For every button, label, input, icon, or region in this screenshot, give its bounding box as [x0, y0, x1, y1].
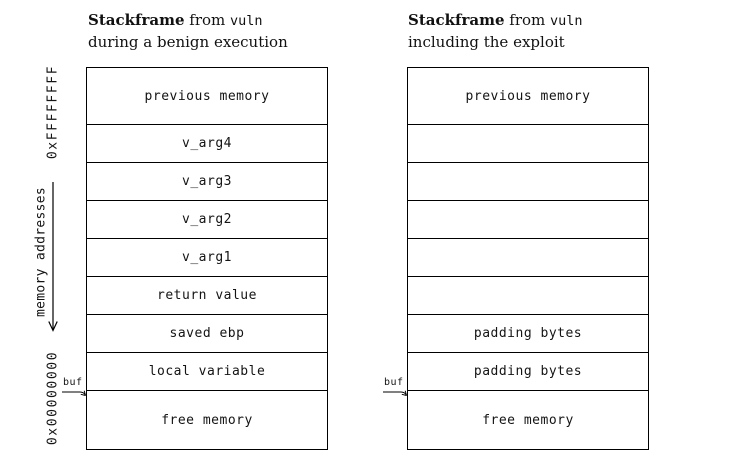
stack-row-label: saved ebp: [169, 326, 245, 341]
memory-direction-arrow-icon: [48, 182, 58, 332]
stack-row-label: padding bytes: [473, 326, 583, 341]
stack-row: [408, 201, 648, 239]
stack-row-label: free memory: [161, 412, 253, 428]
stack-row-label: padding bytes: [473, 364, 583, 379]
stack-row: padding bytes: [408, 315, 648, 353]
right-buf-pointer: buf: [379, 375, 409, 399]
top-address-label: 0xFFFFFFFF: [45, 64, 61, 160]
stack-row-label: return value: [157, 288, 257, 303]
stack-row: [408, 163, 648, 201]
stack-row: free memory: [408, 391, 648, 449]
stack-row-label: v_arg1: [182, 250, 232, 265]
right-diagram-title: Stackframe from vuln including the explo…: [408, 10, 583, 53]
left-buf-pointer: buf: [58, 375, 88, 399]
right-title-line1: Stackframe from vuln: [408, 10, 583, 32]
exploit-stack: previous memory padding bytes padding by…: [407, 67, 649, 450]
stack-row: [408, 277, 648, 315]
stack-row-label: v_arg2: [182, 212, 232, 227]
stack-row-label: free memory: [482, 412, 574, 428]
stack-row: v_arg3: [87, 163, 327, 201]
buf-label: buf: [63, 377, 83, 388]
stack-row-label: v_arg3: [182, 174, 232, 189]
stack-row: local variable: [87, 353, 327, 391]
right-title-line2: including the exploit: [408, 33, 565, 51]
right-title-code: vuln: [550, 13, 583, 29]
stack-row: previous memory: [408, 68, 648, 125]
stack-row: [408, 125, 648, 163]
stack-row-label: local variable: [148, 364, 266, 379]
stack-row: return value: [87, 277, 327, 315]
benign-stack: previous memory v_arg4 v_arg3 v_arg2 v_a…: [86, 67, 328, 450]
right-title-mid: from: [509, 11, 546, 29]
buf-arrow-icon: [383, 390, 407, 396]
buf-label: buf: [384, 377, 404, 388]
stack-row: previous memory: [87, 68, 327, 125]
left-diagram-title: Stackframe from vuln during a benign exe…: [88, 10, 288, 53]
right-title-bold: Stackframe: [408, 11, 505, 29]
left-title-bold: Stackframe: [88, 11, 185, 29]
stack-row: free memory: [87, 391, 327, 449]
stack-row: v_arg2: [87, 201, 327, 239]
stack-row: v_arg1: [87, 239, 327, 277]
stack-row-label: v_arg4: [182, 136, 232, 151]
left-title-line1: Stackframe from vuln: [88, 10, 288, 32]
stack-row: [408, 239, 648, 277]
left-title-line2: during a benign execution: [88, 33, 288, 51]
left-title-code: vuln: [230, 13, 263, 29]
stack-row-label: previous memory: [465, 88, 591, 104]
stack-row-label: previous memory: [144, 88, 270, 104]
left-title-mid: from: [189, 11, 226, 29]
stack-row: v_arg4: [87, 125, 327, 163]
stack-row: padding bytes: [408, 353, 648, 391]
stack-row: saved ebp: [87, 315, 327, 353]
buf-arrow-icon: [62, 390, 86, 396]
